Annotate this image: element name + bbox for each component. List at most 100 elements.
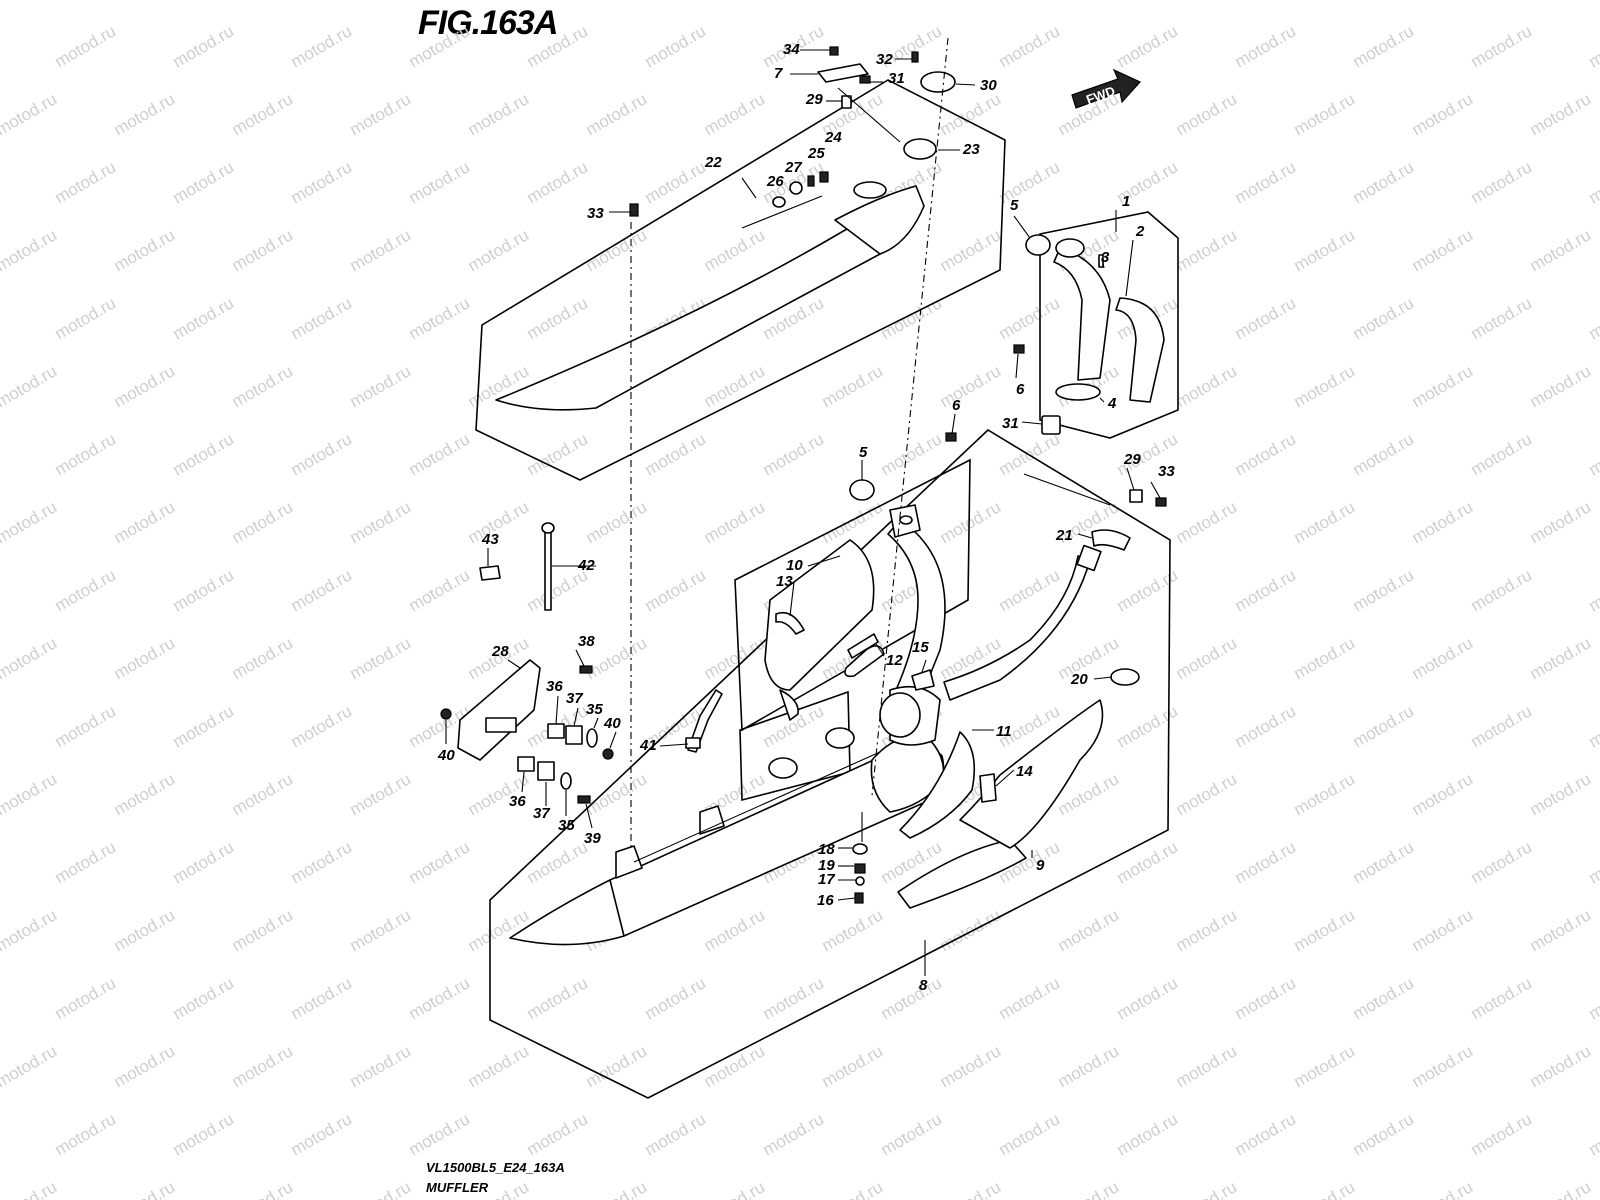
watermark-text: motod.ru <box>701 89 769 139</box>
watermark-text: motod.ru <box>701 0 769 3</box>
watermark-text: motod.ru <box>170 21 238 71</box>
callout-15: 15 <box>912 639 929 656</box>
watermark-text: motod.ru <box>1586 21 1600 71</box>
watermark-text: motod.ru <box>0 497 60 547</box>
watermark-text: motod.ru <box>1468 429 1536 479</box>
watermark-text: motod.ru <box>819 497 887 547</box>
watermark-text: motod.ru <box>1350 973 1418 1023</box>
watermark-text: motod.ru <box>819 0 887 3</box>
watermark-text: motod.ru <box>1350 1109 1418 1159</box>
watermark-text: motod.ru <box>1409 633 1477 683</box>
watermark-text: motod.ru <box>52 429 120 479</box>
watermark-text: motod.ru <box>1586 1109 1600 1159</box>
watermark-text: motod.ru <box>1173 633 1241 683</box>
watermark-text: motod.ru <box>1291 225 1359 275</box>
watermark-text: motod.ru <box>1114 565 1182 615</box>
callout-28: 28 <box>491 643 509 660</box>
watermark-text: motod.ru <box>1350 701 1418 751</box>
watermark-text: motod.ru <box>1586 157 1600 207</box>
watermark-text: motod.ru <box>170 429 238 479</box>
callout-9: 9 <box>1036 857 1045 874</box>
watermark-text: motod.ru <box>406 21 474 71</box>
watermark-text: motod.ru <box>1232 21 1300 71</box>
watermark-text: motod.ru <box>937 1177 1005 1200</box>
watermark-text: motod.ru <box>288 157 356 207</box>
watermark-text: motod.ru <box>288 565 356 615</box>
watermark-text: motod.ru <box>52 293 120 343</box>
callout-31-top: 31 <box>888 70 905 87</box>
watermark-text: motod.ru <box>229 497 297 547</box>
watermark-text: motod.ru <box>1173 361 1241 411</box>
callout-17: 17 <box>818 871 835 888</box>
watermark-text: motod.ru <box>111 1177 179 1200</box>
callout-2: 2 <box>1135 223 1145 240</box>
watermark-text: motod.ru <box>1527 633 1595 683</box>
watermark-text: motod.ru <box>1586 973 1600 1023</box>
watermark-text: motod.ru <box>170 701 238 751</box>
watermark-text: motod.ru <box>878 293 946 343</box>
callout-34: 34 <box>783 41 800 58</box>
callout-13: 13 <box>776 573 793 590</box>
watermark-text: motod.ru <box>1173 1041 1241 1091</box>
watermark-text: motod.ru <box>347 633 415 683</box>
callout-25: 25 <box>807 145 825 162</box>
watermark-text: motod.ru <box>52 21 120 71</box>
callout-35-top: 35 <box>586 701 603 718</box>
watermark-text: motod.ru <box>819 905 887 955</box>
muffler-lower <box>509 736 945 946</box>
callout-7: 7 <box>774 65 783 82</box>
diagram-code: VL1500BL5_E24_163A <box>426 1160 565 1175</box>
heat-shield-group-box <box>734 458 971 732</box>
watermark-text: motod.ru <box>937 497 1005 547</box>
watermark-text: motod.ru <box>170 157 238 207</box>
watermark-text: motod.ru <box>937 361 1005 411</box>
watermark-text: motod.ru <box>406 1109 474 1159</box>
callout-1: 1 <box>1122 193 1130 210</box>
watermark-text: motod.ru <box>465 1041 533 1091</box>
callout-39: 39 <box>584 830 601 847</box>
diagram-caption: MUFFLER <box>426 1180 489 1195</box>
watermark-text: motod.ru <box>229 905 297 955</box>
watermark-text: motod.ru <box>701 497 769 547</box>
watermark-text: motod.ru <box>229 361 297 411</box>
watermark-text: motod.ru <box>1173 0 1241 3</box>
watermark-text: motod.ru <box>406 565 474 615</box>
watermark-text: motod.ru <box>347 769 415 819</box>
callout-18: 18 <box>818 841 835 858</box>
watermark-text: motod.ru <box>288 837 356 887</box>
watermark-text: motod.ru <box>1527 497 1595 547</box>
watermark-text: motod.ru <box>1291 633 1359 683</box>
watermark-text: motod.ru <box>1409 89 1477 139</box>
callout-33-right: 33 <box>1158 463 1175 480</box>
callout-layer: 1 2 3 4 5 5 6 6 7 8 9 10 11 12 13 14 15 … <box>437 41 1175 994</box>
watermark-text: motod.ru <box>1586 429 1600 479</box>
watermark-text: motod.ru <box>1409 1177 1477 1200</box>
watermark-text: motod.ru <box>1055 905 1123 955</box>
callout-26: 26 <box>766 173 784 190</box>
watermark-text: motod.ru <box>0 89 60 139</box>
watermark-text: motod.ru <box>996 565 1064 615</box>
watermark-text: motod.ru <box>937 225 1005 275</box>
small-parts <box>440 46 1167 904</box>
exhaust-pipe-front <box>887 504 946 701</box>
watermark-text: motod.ru <box>583 1177 651 1200</box>
watermark-text: motod.ru <box>1468 973 1536 1023</box>
callout-10: 10 <box>786 557 803 574</box>
watermark-text: motod.ru <box>642 157 710 207</box>
watermark-text: motod.ru <box>0 225 60 275</box>
watermark-text: motod.ru <box>583 769 651 819</box>
watermark-text: motod.ru <box>1173 1177 1241 1200</box>
watermark-text: motod.ru <box>111 89 179 139</box>
watermark-text: motod.ru <box>1468 565 1536 615</box>
watermark-text: motod.ru <box>1055 1177 1123 1200</box>
exhaust-pipe-rear <box>943 544 1102 701</box>
watermark-text: motod.ru <box>52 837 120 887</box>
watermark-text: motod.ru <box>642 429 710 479</box>
watermark-text: motod.ru <box>111 497 179 547</box>
watermark-text: motod.ru <box>1232 157 1300 207</box>
watermark-text: motod.ru <box>1586 565 1600 615</box>
watermark-text: motod.ru <box>229 225 297 275</box>
callout-37-bottom: 37 <box>533 805 550 822</box>
callout-29-top: 29 <box>805 91 823 108</box>
watermark-text: motod.ru <box>0 633 60 683</box>
